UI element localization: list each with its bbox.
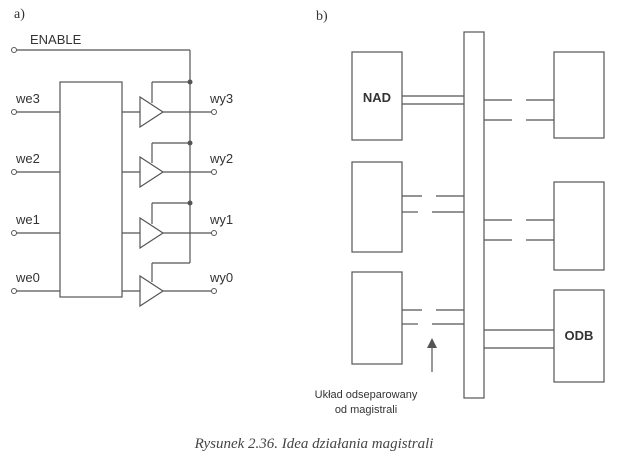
output-label-wy3: wy3 bbox=[209, 91, 233, 106]
channel-0: we0 wy0 bbox=[11, 246, 233, 308]
odb-label: ODB bbox=[565, 328, 594, 343]
enable-label: ENABLE bbox=[30, 32, 82, 47]
tristate-buffer bbox=[139, 274, 165, 308]
output-label-wy2: wy2 bbox=[209, 151, 233, 166]
panel-b: b) NAD Układ odseparowany od magistrali bbox=[315, 9, 605, 416]
panel-b-label: b) bbox=[316, 9, 328, 24]
right-top-block bbox=[553, 51, 605, 139]
tristate-buffer bbox=[139, 216, 165, 250]
output-terminal bbox=[211, 169, 217, 175]
arrow-head-icon bbox=[427, 338, 437, 348]
panel-a: a) ENABLE we3 wy3 we2 bbox=[11, 7, 233, 308]
output-terminal bbox=[211, 230, 217, 236]
tristate-buffer bbox=[139, 95, 165, 129]
output-terminal bbox=[211, 109, 217, 115]
output-terminal bbox=[211, 288, 217, 294]
enable-terminal bbox=[11, 47, 17, 53]
note-line-2: od magistrali bbox=[335, 404, 397, 416]
bus bbox=[463, 31, 485, 399]
channel-2: we2 wy2 bbox=[11, 142, 233, 189]
note-line-1: Układ odseparowany bbox=[315, 389, 418, 401]
panel-a-label: a) bbox=[14, 7, 25, 22]
figure-caption: Rysunek 2.36. Idea działania magistrali bbox=[194, 436, 434, 452]
right-middle-block bbox=[553, 181, 605, 271]
left-bottom-block bbox=[351, 271, 403, 365]
output-label-wy1: wy1 bbox=[209, 212, 233, 227]
channel-3: we3 wy3 bbox=[11, 81, 233, 129]
input-terminal bbox=[11, 109, 17, 115]
input-logic-block bbox=[59, 81, 123, 298]
channel-1: we1 wy1 bbox=[11, 202, 233, 250]
input-terminal bbox=[11, 169, 17, 175]
output-label-wy0: wy0 bbox=[209, 270, 233, 285]
nad-label: NAD bbox=[363, 90, 391, 105]
input-label-we0: we0 bbox=[15, 270, 40, 285]
left-middle-block bbox=[351, 161, 403, 253]
odb-block bbox=[553, 289, 605, 383]
tristate-buffer bbox=[139, 155, 165, 189]
input-label-we2: we2 bbox=[15, 151, 40, 166]
input-label-we3: we3 bbox=[15, 91, 40, 106]
input-terminal bbox=[11, 230, 17, 236]
input-terminal bbox=[11, 288, 17, 294]
input-label-we1: we1 bbox=[15, 212, 40, 227]
